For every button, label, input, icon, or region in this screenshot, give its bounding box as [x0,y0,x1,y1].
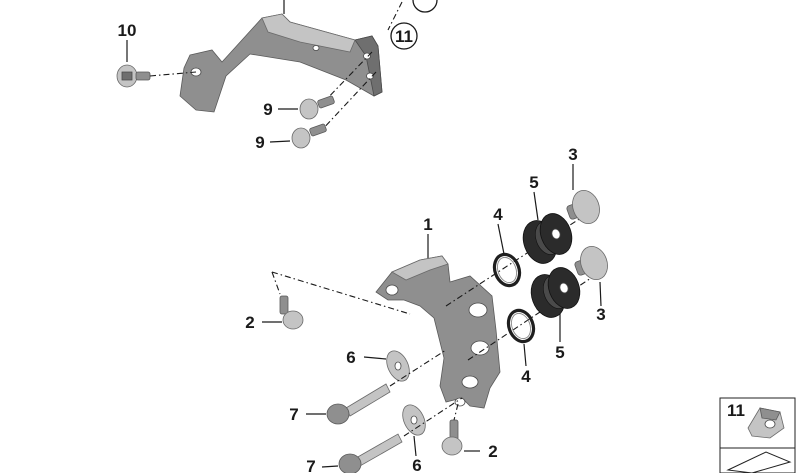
leader-4a [497,223,505,255]
leader-7b [321,465,339,468]
dash-bolt7-a [389,349,447,387]
callout-10: 10 [118,21,137,40]
legend-clip-nut-icon [747,407,785,439]
bushing-3-lower [574,246,608,280]
washer-6-lower [402,404,426,436]
leader-6a [363,356,387,360]
upper-bracket [179,13,383,113]
dash-bolt7-b [403,397,463,437]
callout-3-upper: 3 [568,145,577,164]
legend-panel: 11 [719,397,796,473]
washer-6-upper [386,350,410,382]
callout-2-left: 2 [245,313,254,332]
callout-circle-11 [390,22,418,50]
bolt-2-bottom [441,419,463,456]
grommet-5-upper [522,213,573,264]
dash-bolt-10 [149,71,197,77]
callout-7-lower: 7 [306,457,315,473]
legend-shape-icon [726,451,792,473]
bolt-9-upper [299,95,335,120]
bracket-1 [375,255,501,409]
callout-6-upper: 6 [346,348,355,367]
bushing-3-upper [566,190,600,224]
leader-6b [413,435,417,457]
dash-upper-grommet [445,211,591,307]
callout-4-lower: 4 [521,367,531,386]
leader-4b [523,343,527,367]
callout-5-upper: 5 [529,173,538,192]
leader-9b [269,140,291,143]
leader-5a [533,191,539,221]
callout-2-bottom: 2 [488,442,497,461]
grommet-5-lower [530,267,581,318]
dash-upper-b [319,71,377,133]
callout-4-upper: 4 [493,205,503,224]
lower-bracket-assembly [262,164,608,473]
dash-upper-a [321,51,373,105]
callout-7-upper: 7 [289,405,298,424]
dash-bolt2-b [271,271,281,295]
dash-bolt2-bottom [453,403,459,421]
callout-6-lower: 6 [412,456,421,473]
bolt-7-lower [338,433,403,473]
upper-dash-top [387,1,403,31]
callout-3-lower: 3 [596,305,605,324]
callout-9-upper: 9 [263,100,272,119]
dash-bolt2-a [271,271,411,315]
callout-5-lower: 5 [555,343,564,362]
bolt-7-upper [326,383,391,425]
callout-labels: 10 11 9 9 3 5 4 1 2 3 5 6 4 7 2 6 7 [118,21,606,473]
bolt-9-lower [291,123,327,149]
bolt-10 [116,64,151,88]
callout-1: 1 [423,215,432,234]
bolt-2-left [279,295,304,330]
leader-3b [599,281,602,307]
callout-11: 11 [395,27,413,46]
callout-9-lower: 9 [255,133,264,152]
legend-label-11: 11 [727,401,745,420]
cut-off-callout-circle [412,0,438,13]
upper-bracket-assembly [116,0,438,149]
ring-4-upper [492,252,522,288]
ring-4-lower [506,308,536,344]
